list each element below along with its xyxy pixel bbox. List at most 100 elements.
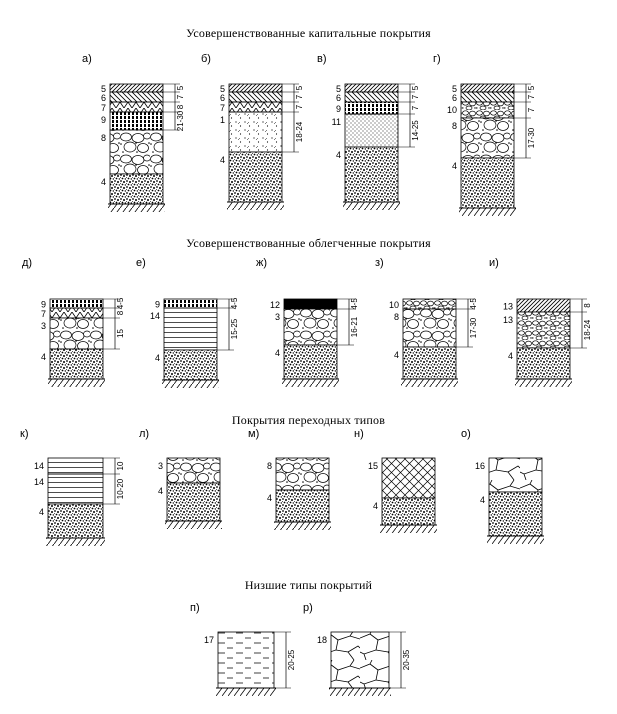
layer-brick <box>49 298 104 309</box>
layer-label: 5 <box>220 84 225 94</box>
layer-hlines <box>163 307 218 351</box>
layer-gravel <box>344 146 399 203</box>
column-letter: р) <box>303 602 313 614</box>
column-letter: в) <box>317 53 327 65</box>
ground-hatch <box>227 202 284 210</box>
layer-label: 10 <box>389 300 399 310</box>
layer-hatch-r <box>516 298 571 313</box>
layer-label: 10 <box>447 105 457 115</box>
dimension-label: 5 <box>176 85 185 90</box>
ground-hatch <box>329 688 391 696</box>
column-letter: л) <box>139 428 149 440</box>
layer-hatch-l <box>344 91 399 103</box>
layer-label: 3 <box>158 461 163 471</box>
dimension-label: 7 <box>411 105 420 110</box>
layer-label: 5 <box>452 84 457 94</box>
column-letter: д) <box>22 257 32 269</box>
dimension-label: 21-30 <box>176 110 185 131</box>
layer-smallstones <box>402 298 457 310</box>
ground-hatch <box>48 379 105 387</box>
pavement-column: н)154 <box>354 428 437 533</box>
ground-hatch <box>515 379 572 387</box>
layer-herring <box>109 101 164 113</box>
layer-label: 4 <box>158 486 163 496</box>
layer-label: 16 <box>475 461 485 471</box>
column-letter: б) <box>201 53 211 65</box>
pavement-column: л) 3 4 <box>139 428 222 529</box>
column-letter: и) <box>489 257 499 269</box>
layer-hatch-r <box>228 83 283 93</box>
column-letter: к) <box>20 428 28 440</box>
dimension-label: 18-24 <box>583 319 592 340</box>
layer-label: 4 <box>267 493 272 503</box>
dimension-label: 8 <box>116 310 125 315</box>
layer-label: 13 <box>503 302 513 312</box>
layer-label: 7 <box>41 309 46 319</box>
dimension-label: 5 <box>295 85 304 90</box>
layer-stones <box>402 308 457 348</box>
layer-stones <box>109 129 164 175</box>
dimension-label: 7 <box>411 94 420 99</box>
column-letter: з) <box>375 257 384 269</box>
ground-hatch <box>282 379 339 387</box>
layer-label: 9 <box>336 104 341 114</box>
column-letter: г) <box>433 53 441 65</box>
layer-label: 8 <box>394 312 399 322</box>
layer-label: 4 <box>480 495 485 505</box>
layer-dots <box>228 111 283 153</box>
layer-label: 12 <box>270 300 280 310</box>
layer-gravel <box>283 344 338 380</box>
layer-hatch-l <box>109 91 164 103</box>
layer-label: 4 <box>155 353 160 363</box>
layer-stones <box>460 117 515 159</box>
layer-label: 9 <box>155 300 160 310</box>
column-letter: а) <box>82 53 92 65</box>
section-title-lightweight: Усовершенствованные облегченные покрытия <box>186 236 431 250</box>
layer-herring <box>228 101 283 113</box>
layer-dashes <box>217 631 275 689</box>
layer-label: 4 <box>373 501 378 511</box>
dimension-label: 18-24 <box>295 121 304 142</box>
ground-hatch <box>343 202 400 210</box>
dimension-label: 8 <box>583 303 592 308</box>
layer-hlines <box>47 473 104 505</box>
layer-label: 14 <box>34 461 44 471</box>
layer-brick <box>109 111 164 131</box>
layer-gravel <box>49 348 104 380</box>
layer-hlines <box>47 457 104 475</box>
layer-brick <box>163 298 218 309</box>
ground-hatch <box>108 204 165 212</box>
layer-smallstones <box>460 101 515 119</box>
layer-brick <box>344 101 399 115</box>
ground-hatch <box>162 380 219 388</box>
dimension-label: 14-25 <box>411 120 420 141</box>
ground-hatch <box>274 522 331 530</box>
layer-stones <box>49 317 104 350</box>
dimension-label: 5 <box>527 85 536 90</box>
layer-label: 7 <box>220 103 225 113</box>
layer-label: 4 <box>275 348 280 358</box>
ground-hatch <box>165 521 222 529</box>
layer-label: 4 <box>394 350 399 360</box>
layer-label: 9 <box>101 115 106 125</box>
layer-label: 1 <box>220 115 225 125</box>
section-title-lowest: Низшие типы покрытий <box>244 578 373 592</box>
layer-label: 17 <box>204 635 214 645</box>
layer-cross <box>344 113 399 148</box>
layer-label: 14 <box>34 477 44 487</box>
layer-label: 5 <box>101 84 106 94</box>
layer-hatch-cross <box>381 457 436 499</box>
dimension-label: 4-5 <box>350 298 359 310</box>
dimension-label: 8 <box>176 104 185 109</box>
layer-hatch-l <box>228 91 283 103</box>
ground-hatch <box>459 208 516 216</box>
layer-label: 6 <box>452 93 457 103</box>
pavement-column: о)164 <box>461 428 544 544</box>
